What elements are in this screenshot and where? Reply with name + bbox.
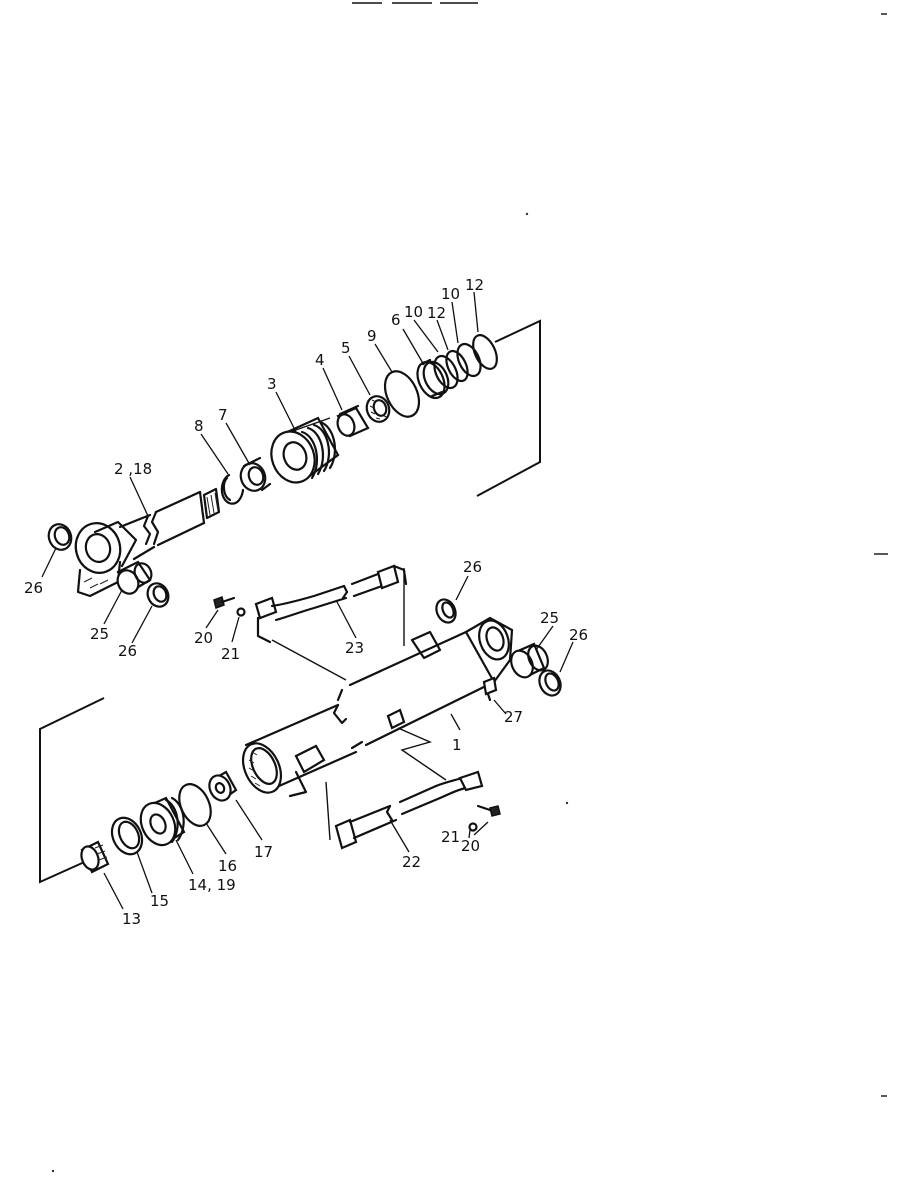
pipe-frame-upper xyxy=(271,568,405,681)
callout-26-rod-end-lower: 26 xyxy=(118,642,137,660)
ring-15 xyxy=(110,816,144,856)
backup-ring-10-b xyxy=(456,342,482,378)
backup-ring-10-a xyxy=(433,354,459,390)
bushing-25-head-end xyxy=(510,642,549,679)
callout-15: 15 xyxy=(150,892,169,910)
collar-4 xyxy=(336,404,370,438)
bolt-20-lower xyxy=(476,804,501,817)
callout-14-19: 14, 19 xyxy=(188,876,236,894)
callout-22: 22 xyxy=(402,853,421,871)
callout-25-head-end: 25 xyxy=(540,609,559,627)
scan-marks xyxy=(51,2,888,1173)
callout-23: 23 xyxy=(345,639,364,657)
callout-5: 5 xyxy=(341,339,351,357)
cylinder-body-assembly xyxy=(39,564,562,884)
piston-rod xyxy=(118,487,221,561)
callout-7: 7 xyxy=(218,406,228,424)
pipe-22 xyxy=(334,770,484,850)
wear-ring-16 xyxy=(178,783,212,827)
callout-21-upper: 21 xyxy=(221,645,240,663)
callout-26-head-end-upper: 26 xyxy=(463,558,482,576)
callout-21-lower: 21 xyxy=(441,828,460,846)
seal-26-rod-end-upper xyxy=(47,523,73,551)
seal-26-head-end-lower xyxy=(538,669,562,697)
callout-4: 4 xyxy=(315,351,325,369)
snap-ring-8 xyxy=(220,473,245,505)
o-ring-12-a xyxy=(445,349,469,383)
callout-3: 3 xyxy=(267,375,277,393)
callout-27: 27 xyxy=(504,708,523,726)
o-ring-12-b xyxy=(472,334,498,370)
callout-25-rod-end: 25 xyxy=(90,625,109,643)
callout-2-18: 2 ,18 xyxy=(114,460,152,478)
callout-13: 13 xyxy=(122,910,141,928)
callout-10-a: 10 xyxy=(404,303,423,321)
grease-fitting-27 xyxy=(482,676,498,702)
callout-26-rod-end-upper: 26 xyxy=(24,579,43,597)
callout-17: 17 xyxy=(254,843,273,861)
callout-26-head-end-lower: 26 xyxy=(569,626,588,644)
bushing-25-rod-end xyxy=(116,560,153,595)
washer-21-upper xyxy=(236,607,246,617)
callout-8: 8 xyxy=(194,417,204,435)
seal-26-head-end-upper xyxy=(435,598,457,624)
pipe-frame-lower xyxy=(325,727,447,841)
leader-lines xyxy=(41,291,574,910)
cylinder-tube-1 xyxy=(241,616,514,798)
lower-bracket-frame xyxy=(39,697,105,884)
o-ring-9 xyxy=(383,370,421,418)
callout-6: 6 xyxy=(391,311,401,329)
callout-20-lower: 20 xyxy=(461,837,480,855)
callout-12-a: 12 xyxy=(427,304,446,322)
nut-17 xyxy=(208,770,238,802)
cylinder-head-3 xyxy=(270,416,340,484)
ring-5 xyxy=(365,395,391,423)
bushing-13 xyxy=(80,840,110,874)
callout-20-upper: 20 xyxy=(194,629,213,647)
callout-10-b: 10 xyxy=(441,285,460,303)
callout-12-b: 12 xyxy=(465,276,484,294)
wiper-7 xyxy=(239,456,272,492)
callout-labels: 1 2 ,18 3 4 5 6 7 8 9 10 12 10 12 13 14,… xyxy=(24,276,588,928)
piston-14-19 xyxy=(139,796,186,847)
upper-bracket-frame xyxy=(476,319,541,497)
rod-eye xyxy=(74,520,138,598)
callout-1: 1 xyxy=(452,736,462,754)
pipe-23 xyxy=(254,564,408,644)
callout-16: 16 xyxy=(218,857,237,875)
bolt-20-upper xyxy=(213,596,236,609)
washer-21-lower xyxy=(468,822,478,832)
callout-9: 9 xyxy=(367,327,377,345)
seal-26-rod-end-lower xyxy=(146,582,170,608)
